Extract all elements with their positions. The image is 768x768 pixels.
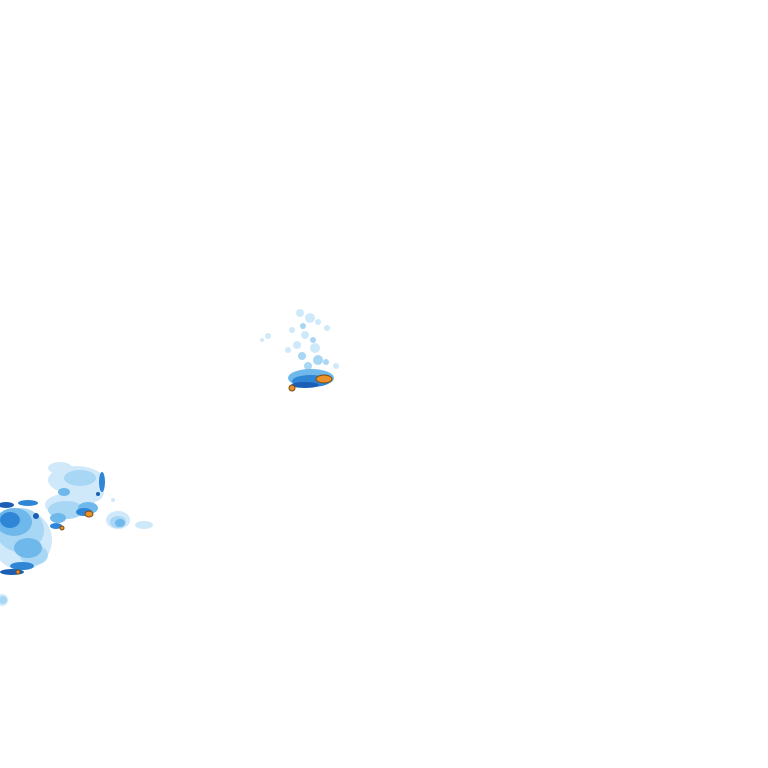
intense-core-2	[288, 384, 296, 392]
precip-cell-southwest	[0, 462, 153, 606]
intense-core-5	[15, 569, 21, 575]
intense-core-1	[315, 374, 333, 384]
intense-core-4	[59, 525, 65, 531]
precip-cell-center	[260, 309, 339, 392]
intense-core-3	[84, 510, 94, 518]
